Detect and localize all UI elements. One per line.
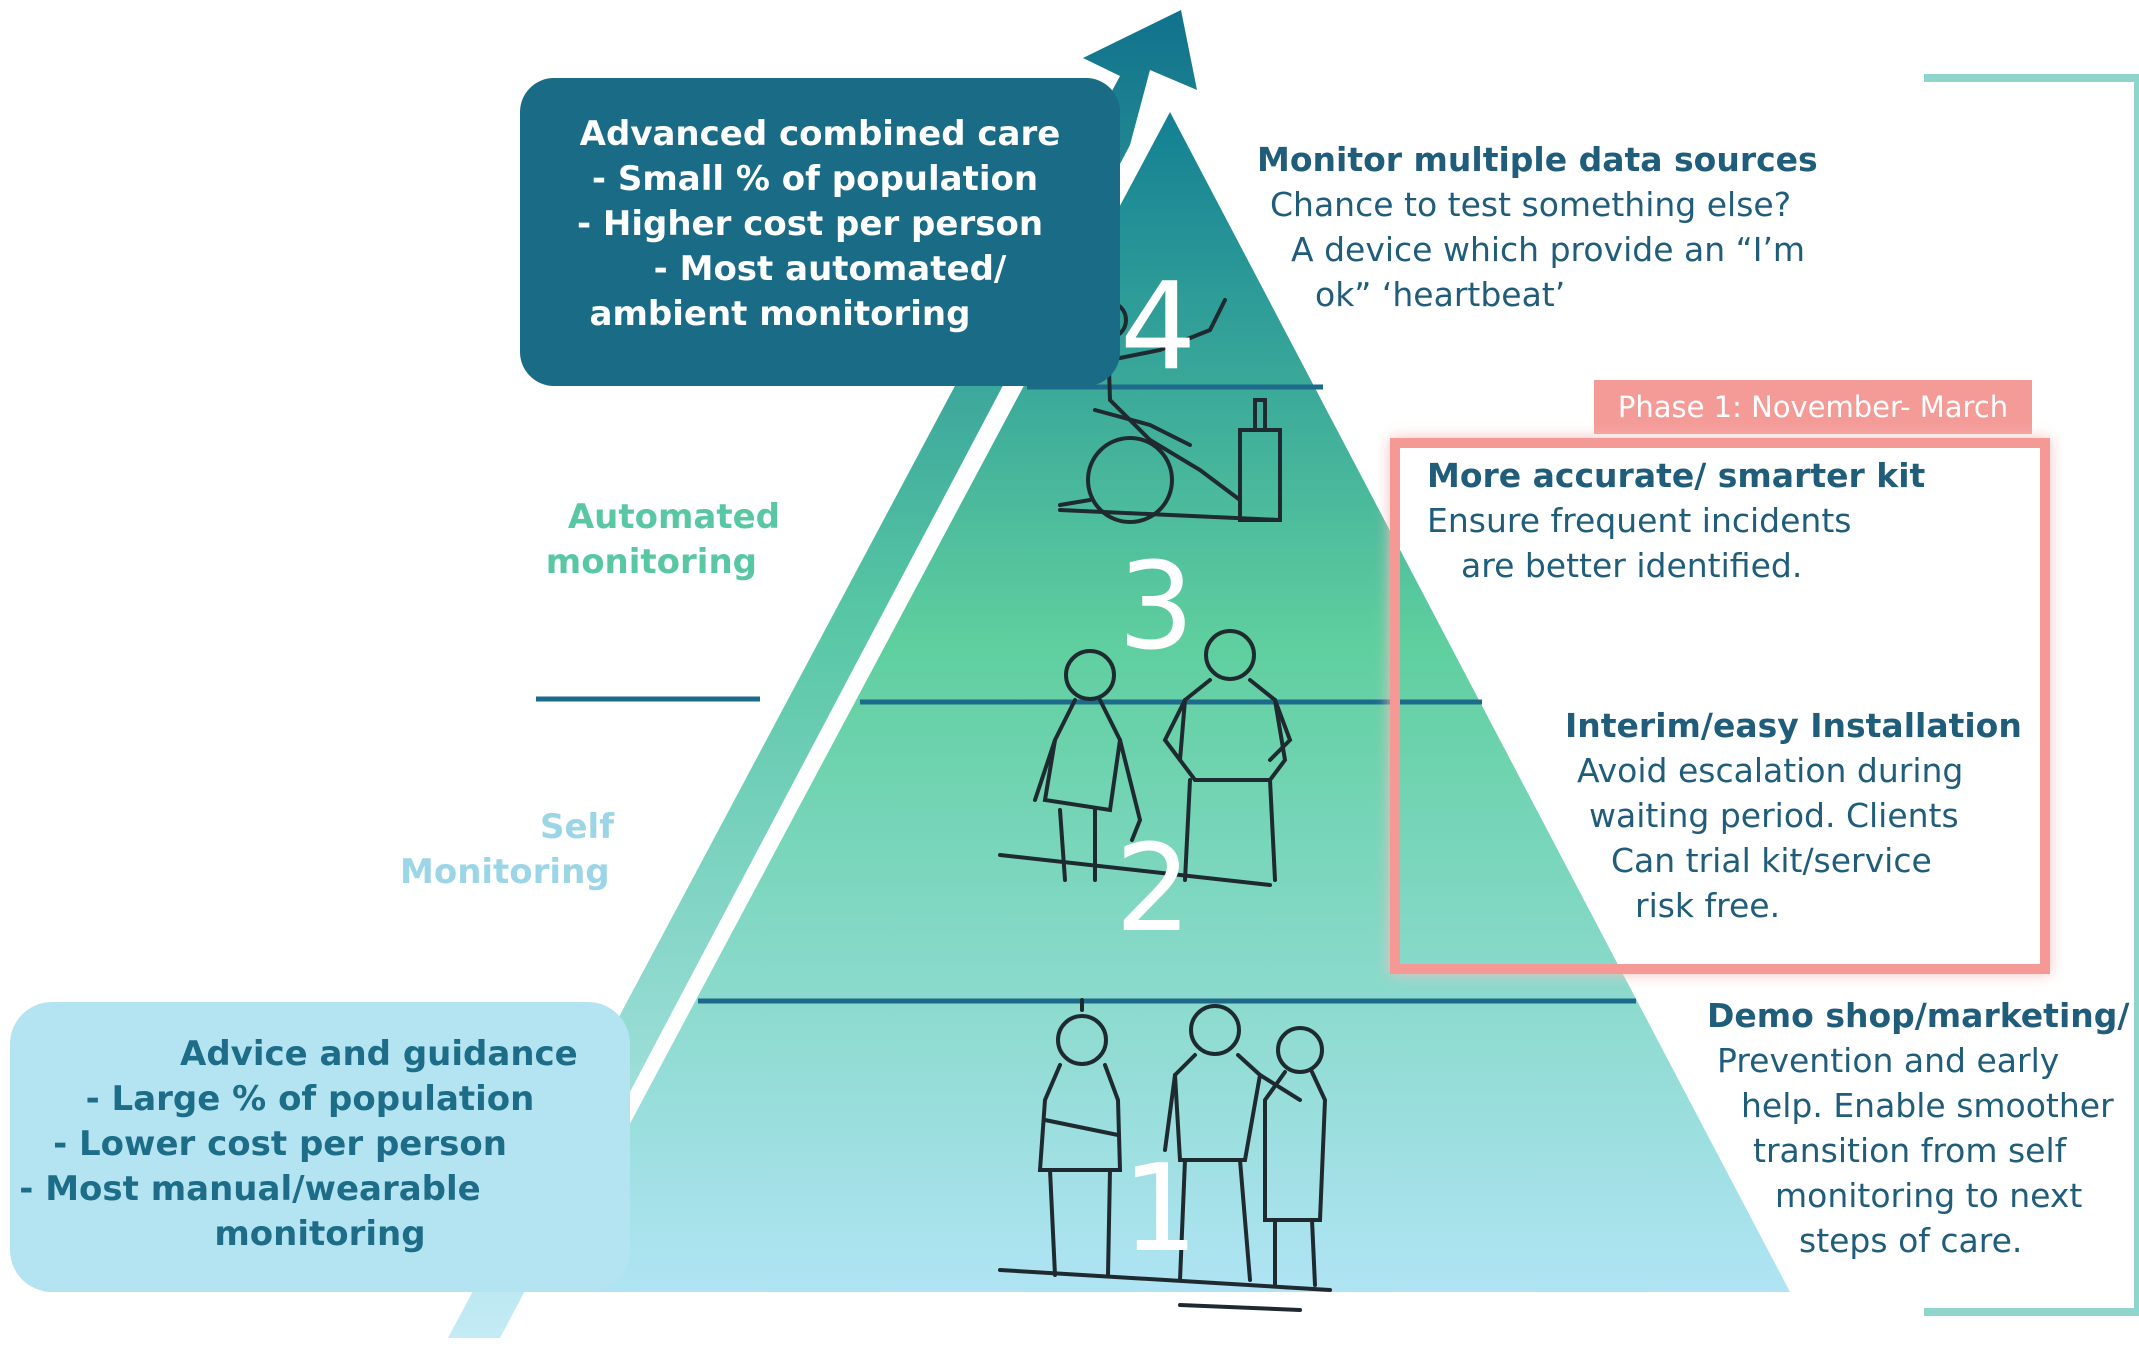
level2-line-1: Avoid escalation during	[1577, 751, 1964, 790]
right-bracket	[1924, 74, 2139, 1316]
automated-label-line-1: Automated	[567, 497, 780, 537]
level1-line-2: help. Enable smoother	[1741, 1086, 2114, 1125]
advanced-care-box	[520, 78, 1120, 386]
level2-description: Interim/easy Installation Avoid escalati…	[1565, 703, 2022, 928]
level1-line-3: transition from self	[1753, 1131, 2067, 1170]
level2-line-2: waiting period. Clients	[1589, 796, 1959, 835]
level4-line-2: A device which provide an “I’m	[1291, 230, 1806, 269]
self-label-line-2: Monitoring	[400, 852, 610, 892]
automated-monitoring-label: Automated monitoring	[540, 495, 780, 585]
level4-line-1: Chance to test something else?	[1270, 185, 1792, 224]
level1-title: Demo shop/marketing/	[1707, 996, 2130, 1035]
level1-description: Demo shop/marketing/ Prevention and earl…	[1707, 993, 2129, 1263]
level4-description: Monitor multiple data sources Chance to …	[1257, 137, 1818, 317]
advice-guidance-line-4: monitoring	[214, 1214, 426, 1254]
level3-description: More accurate/ smarter kit Ensure freque…	[1427, 453, 1925, 588]
level1-line-5: steps of care.	[1799, 1221, 2023, 1260]
couple-figures-sketch	[998, 629, 1293, 887]
level3-line-1: Ensure frequent incidents	[1427, 501, 1852, 540]
advanced-care-line-1: - Small % of population	[591, 159, 1039, 199]
level4-title: Monitor multiple data sources	[1257, 140, 1818, 179]
advice-guidance-line-3: - Most manual/wearable	[19, 1169, 481, 1209]
self-label-line-1: Self	[540, 807, 614, 847]
automated-label-line-2: monitoring	[545, 542, 757, 582]
self-monitoring-label: Self Monitoring	[400, 805, 620, 895]
group-figures-sketch	[998, 998, 1332, 1312]
advice-guidance-text: Advice and guidance - Large % of populat…	[19, 1032, 578, 1257]
level-number-4: 4	[1120, 258, 1197, 397]
advice-guidance-line-1: - Large % of population	[85, 1079, 535, 1119]
phase-label: Phase 1: November- March	[1594, 380, 2032, 434]
advice-guidance-line-2: - Lower cost per person	[53, 1124, 507, 1164]
level1-line-4: monitoring to next	[1775, 1176, 2083, 1215]
advanced-care-line-3: - Most automated/	[653, 249, 1007, 289]
advice-guidance-box	[10, 1002, 630, 1292]
wheelchair-figure-sketch	[1058, 298, 1282, 524]
level3-line-2: are better identified.	[1461, 546, 1803, 585]
level-number-3: 3	[1118, 538, 1195, 677]
level2-line-4: risk free.	[1635, 886, 1781, 925]
advanced-care-line-4: ambient monitoring	[589, 294, 971, 334]
advanced-care-text: Advanced combined care - Small % of popu…	[520, 112, 1120, 337]
level2-line-3: Can trial kit/service	[1611, 841, 1932, 880]
level1-line-1: Prevention and early	[1717, 1041, 2060, 1080]
advice-guidance-title: Advice and guidance	[180, 1034, 578, 1074]
level4-line-3: ok” ‘heartbeat’	[1315, 275, 1566, 314]
advanced-care-title: Advanced combined care	[579, 114, 1061, 154]
level3-title: More accurate/ smarter kit	[1427, 456, 1926, 495]
level2-title: Interim/easy Installation	[1565, 706, 2022, 745]
phase-highlight-box	[1390, 438, 2050, 974]
level-number-2: 2	[1115, 820, 1192, 959]
advanced-care-line-2: - Higher cost per person	[576, 204, 1044, 244]
level-number-1: 1	[1122, 1140, 1199, 1279]
